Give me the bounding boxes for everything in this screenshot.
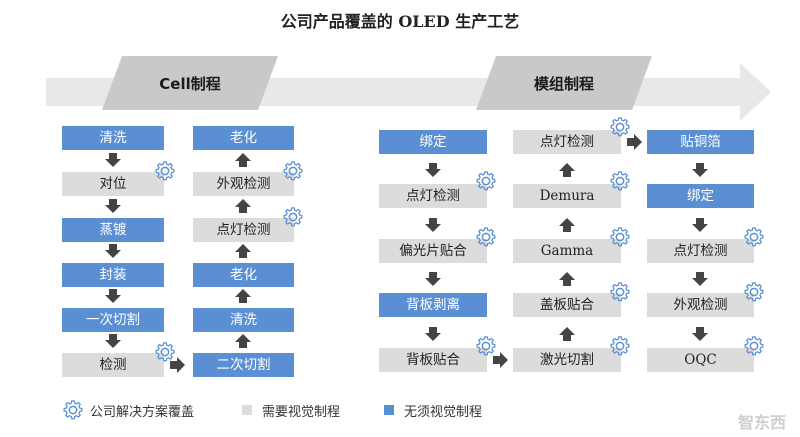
gear-icon: [282, 206, 304, 228]
legend-vision-needed-label: 需要视觉制程: [262, 405, 341, 420]
step-cleaning: 清洗: [62, 126, 164, 150]
step-bonding-2: 绑定: [647, 184, 754, 208]
gear-icon: [154, 160, 176, 182]
step-cover-lamination: 盖板贴合: [513, 293, 621, 317]
step-lighting-test-m3: 点灯检测: [647, 239, 754, 263]
step-cleaning-2: 清洗: [193, 308, 294, 332]
arrow-down: [105, 289, 121, 303]
step-lighting-test: 点灯检测: [193, 218, 294, 242]
legend-no-vision-swatch: [384, 405, 394, 415]
step-polarizer-lamination: 偏光片贴合: [379, 239, 487, 263]
legend-vision-needed-swatch: [242, 405, 252, 415]
step-aging-1: 老化: [193, 126, 294, 150]
step-evaporation: 蒸镀: [62, 218, 164, 242]
arrow-up: [235, 289, 251, 303]
arrow-up: [235, 199, 251, 213]
arrow-up: [559, 218, 575, 232]
diagram-title: 公司产品覆盖的 OLED 生产工艺: [280, 12, 520, 31]
step-gamma: Gamma: [513, 239, 621, 263]
arrow-down: [105, 153, 121, 167]
arrow-up: [235, 244, 251, 258]
step-second-cut: 二次切割: [193, 353, 294, 377]
step-laser-cut: 激光切割: [513, 348, 621, 372]
legend-solution-label: 公司解决方案覆盖: [90, 405, 195, 420]
step-oqc: OQC: [647, 348, 754, 372]
gear-icon: [475, 226, 497, 248]
step-demura: Demura: [513, 184, 621, 208]
step-copper-foil: 贴铜箔: [647, 130, 754, 154]
gear-icon: [609, 170, 631, 192]
arrow-down: [692, 327, 708, 341]
arrow-down: [692, 163, 708, 177]
arrow-down: [692, 218, 708, 232]
arrow-down: [105, 334, 121, 348]
legend-no-vision-label: 无须视觉制程: [404, 405, 483, 420]
arrow-down: [692, 272, 708, 286]
stage-label-module: 模组制程: [533, 75, 594, 93]
stage-label-cell: Cell制程: [159, 75, 221, 93]
arrow-up: [559, 327, 575, 341]
step-backplate-peeling: 背板剥离: [379, 293, 487, 317]
arrow-up: [235, 334, 251, 348]
gear-icon: [282, 160, 304, 182]
legend-gear-icon: [62, 399, 84, 421]
step-aging-2: 老化: [193, 263, 294, 287]
arrow-down: [105, 199, 121, 213]
arrow-down: [105, 244, 121, 258]
step-first-cut: 一次切割: [62, 308, 164, 332]
step-lighting-test-m2: 点灯检测: [513, 130, 621, 154]
step-encapsulation: 封装: [62, 263, 164, 287]
arrow-down: [425, 218, 441, 232]
gear-icon: [609, 226, 631, 248]
gear-icon: [475, 335, 497, 357]
watermark: 智东西: [737, 413, 786, 432]
gear-icon: [743, 335, 765, 357]
step-inspection: 检测: [62, 353, 164, 377]
step-backplate-lamination: 背板贴合: [379, 348, 487, 372]
step-visual-inspection: 外观检测: [193, 172, 294, 196]
step-lighting-test-m1: 点灯检测: [379, 184, 487, 208]
gear-icon: [609, 281, 631, 303]
step-alignment: 对位: [62, 172, 164, 196]
gear-icon: [743, 281, 765, 303]
gear-icon: [743, 226, 765, 248]
gear-icon: [609, 335, 631, 357]
arrow-down: [425, 327, 441, 341]
gear-icon: [154, 341, 176, 363]
gear-icon: [475, 170, 497, 192]
step-bonding-1: 绑定: [379, 130, 487, 154]
arrow-down: [425, 272, 441, 286]
arrow-down: [425, 163, 441, 177]
arrow-up: [559, 163, 575, 177]
gear-icon: [609, 116, 631, 138]
arrow-up: [559, 272, 575, 286]
step-visual-inspection-m3: 外观检测: [647, 293, 754, 317]
arrow-up: [235, 153, 251, 167]
